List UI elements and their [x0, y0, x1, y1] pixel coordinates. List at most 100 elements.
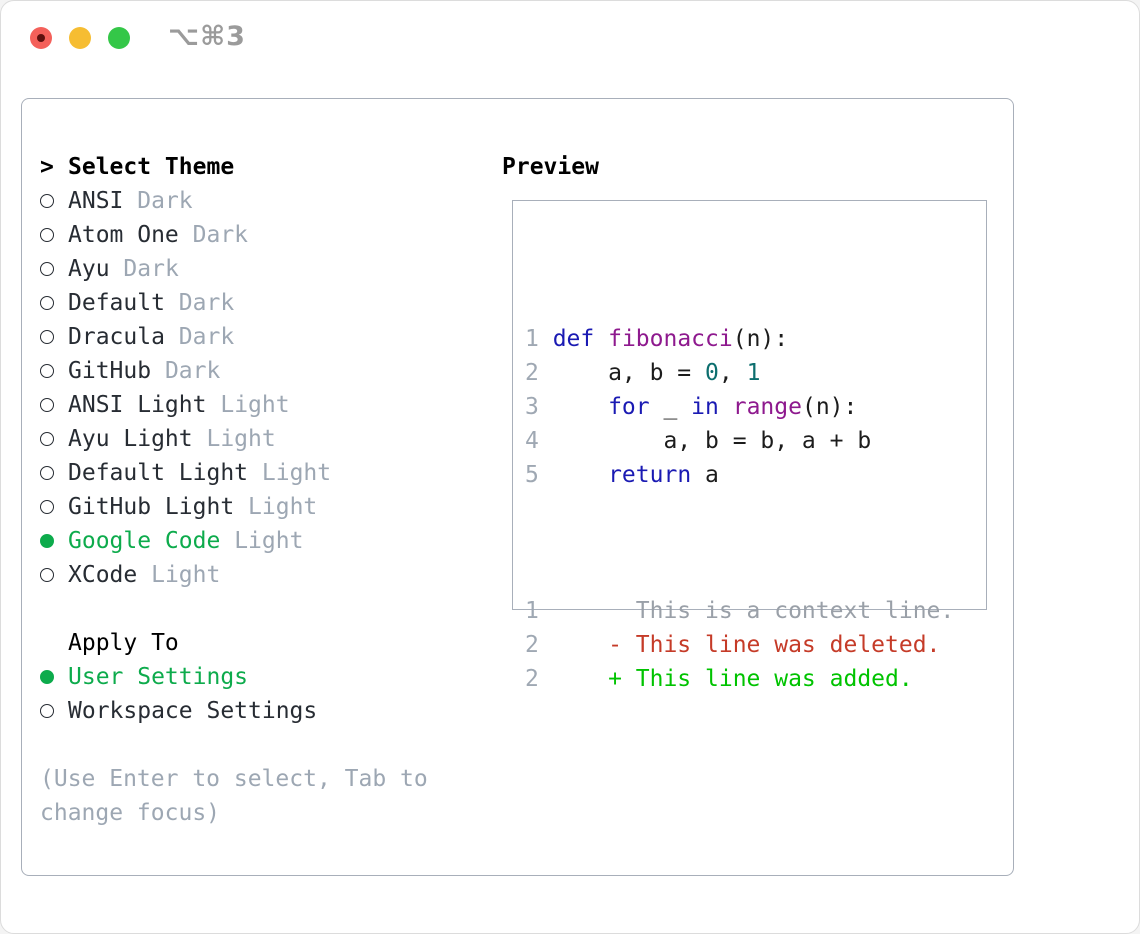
- theme-variant: Dark: [123, 256, 179, 282]
- theme-variant: Light: [206, 426, 276, 452]
- code-token: fibonacci: [608, 326, 733, 352]
- line-number: 1: [525, 326, 539, 352]
- minimize-button[interactable]: [69, 27, 91, 49]
- radio-marker: [40, 500, 68, 514]
- theme-option[interactable]: XCode Light: [40, 558, 428, 592]
- code-token: return: [608, 462, 692, 488]
- radio-marker: [40, 194, 68, 208]
- radio-marker: [40, 432, 68, 446]
- radio-icon: [40, 568, 54, 582]
- theme-option[interactable]: ANSI Dark: [40, 184, 428, 218]
- radio-icon: [40, 432, 54, 446]
- apply-to-header: Apply To: [40, 626, 428, 660]
- theme-variant: Dark: [164, 358, 221, 384]
- close-button[interactable]: [30, 27, 52, 49]
- theme-name: ANSI: [68, 188, 124, 214]
- radio-marker: [40, 262, 68, 276]
- theme-option[interactable]: Google Code Light: [40, 524, 428, 558]
- code-line: 5 return a: [525, 458, 954, 492]
- code-token: a, b =: [552, 360, 706, 386]
- theme-option[interactable]: ANSI Light Light: [40, 388, 428, 422]
- theme-option[interactable]: Dracula Dark: [40, 320, 428, 354]
- code-token: [594, 326, 608, 352]
- theme-option[interactable]: Ayu Dark: [40, 252, 428, 286]
- theme-variant: Light: [151, 562, 221, 588]
- radio-marker: [40, 364, 68, 378]
- apply-to-option[interactable]: User Settings: [40, 660, 428, 694]
- theme-option[interactable]: GitHub Light Light: [40, 490, 428, 524]
- apply-to-label: User Settings: [68, 664, 249, 690]
- radio-marker: [40, 228, 68, 242]
- apply-to-option[interactable]: Workspace Settings: [40, 694, 428, 728]
- radio-icon: [40, 228, 54, 242]
- radio-icon: [40, 194, 54, 208]
- select-theme-title: Select Theme: [68, 154, 235, 180]
- theme-name: GitHub: [68, 358, 152, 384]
- code-token: ,: [718, 360, 747, 386]
- code-token: _: [649, 394, 692, 420]
- theme-variant: Light: [248, 494, 318, 520]
- line-number: 2: [525, 666, 539, 692]
- theme-variant: Light: [220, 392, 290, 418]
- theme-name: Google Code: [68, 528, 221, 554]
- theme-option[interactable]: Ayu Light Light: [40, 422, 428, 456]
- theme-variant: Dark: [137, 188, 193, 214]
- theme-name: GitHub Light: [68, 494, 235, 520]
- diff-line-context: 1 This is a context line.: [525, 594, 954, 628]
- radio-marker: [40, 534, 68, 548]
- theme-variant: Light: [234, 528, 304, 554]
- code-token: 0: [705, 360, 719, 386]
- spacer: [40, 592, 428, 626]
- line-number: 4: [525, 428, 539, 454]
- theme-option[interactable]: Default Light Light: [40, 456, 428, 490]
- code-line: 2 a, b = 0, 1: [525, 356, 954, 390]
- code-token: [553, 394, 608, 420]
- code-token: (n):: [732, 326, 789, 352]
- diff-line-deleted: 2 - This line was deleted.: [525, 628, 954, 662]
- code-token: 1: [746, 360, 761, 386]
- theme-name: XCode: [68, 562, 138, 588]
- radio-selected-icon: [40, 534, 54, 548]
- line-number: 2: [525, 360, 539, 386]
- theme-name: Ayu Light: [68, 426, 193, 452]
- zoom-button[interactable]: [108, 27, 130, 49]
- code-token: a: [691, 462, 719, 488]
- diff-lines: 1 This is a context line.2 - This line w…: [525, 594, 954, 696]
- apply-to-title: Apply To: [68, 630, 179, 656]
- radio-marker: [40, 466, 68, 480]
- preview-title: Preview: [502, 154, 599, 180]
- radio-icon: [40, 398, 54, 412]
- theme-name: Default: [68, 290, 165, 316]
- help-text-line: (Use Enter to select, Tab to: [40, 766, 428, 792]
- code-token: (n):: [801, 394, 858, 420]
- radio-selected-icon: [40, 670, 54, 684]
- theme-option[interactable]: GitHub Dark: [40, 354, 428, 388]
- theme-variant: Dark: [178, 290, 235, 316]
- radio-icon: [40, 262, 54, 276]
- code-token: for: [608, 394, 650, 420]
- diff-text: - This line was deleted.: [552, 632, 941, 658]
- window-shortcut-label: ⌥⌘3: [168, 21, 246, 52]
- radio-icon: [40, 704, 54, 718]
- theme-variant: Dark: [192, 222, 249, 248]
- theme-option[interactable]: Atom One Dark: [40, 218, 428, 252]
- theme-name: Dracula: [68, 324, 165, 350]
- code-token: a, b = b, a + b: [552, 428, 872, 454]
- line-number: 1: [525, 598, 539, 624]
- diff-text: + This line was added.: [552, 666, 913, 692]
- radio-marker: [40, 296, 68, 310]
- theme-variant: Light: [261, 460, 332, 486]
- diff-text: This is a context line.: [552, 598, 955, 624]
- theme-option[interactable]: Default Dark: [40, 286, 428, 320]
- theme-name: Ayu: [68, 256, 110, 282]
- theme-name: ANSI Light: [68, 392, 207, 418]
- code-token: range: [732, 394, 802, 420]
